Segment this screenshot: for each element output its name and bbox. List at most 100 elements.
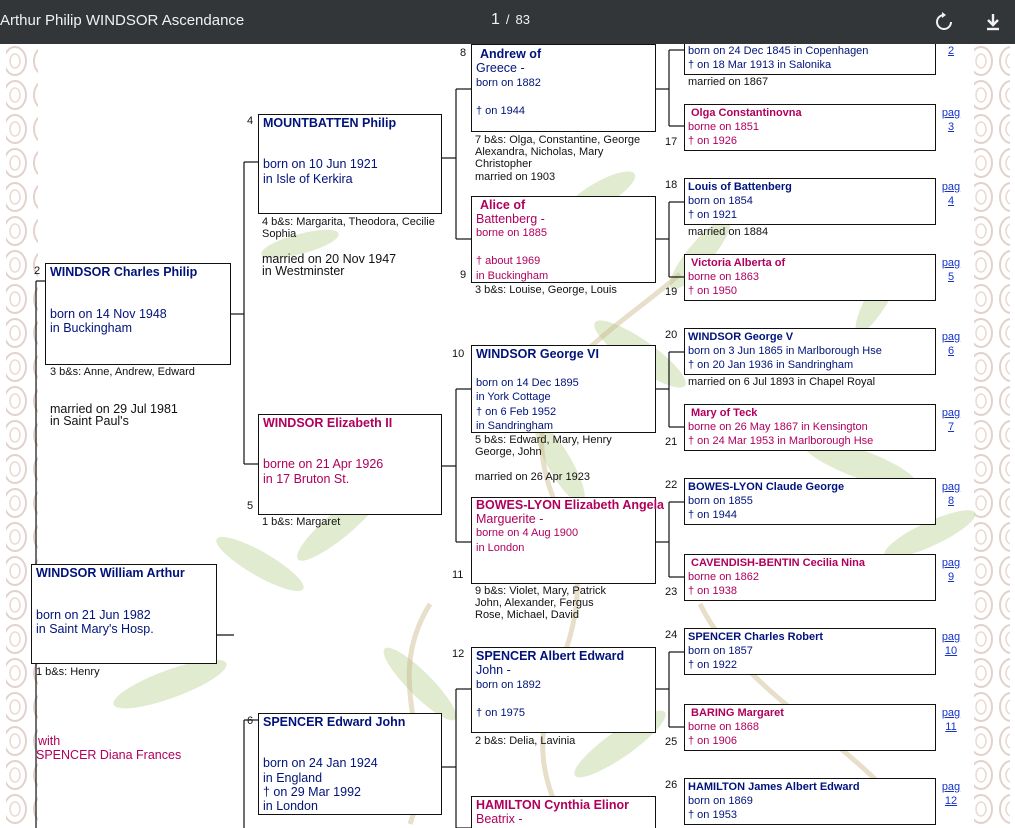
- death-info: † on 18 Mar 1913 in Salonika: [688, 59, 832, 71]
- death-date: † on 6 Feb 1952: [476, 406, 557, 418]
- person-name: WINDSOR William Arthur: [36, 566, 185, 580]
- death-info: † on 1926: [688, 135, 737, 147]
- person-name: SPENCER Albert Edward: [476, 649, 625, 663]
- page-link-label[interactable]: pag: [941, 257, 961, 269]
- person-card-andrew[interactable]: Andrew of Greece - born on 1882 † on 194…: [471, 44, 656, 132]
- birth-date: born on 14 Dec 1895: [476, 377, 579, 389]
- spouse-with-label: with: [38, 734, 61, 748]
- person-number: 8: [460, 47, 467, 59]
- spouse-name: SPENCER Diana Frances: [36, 748, 182, 762]
- person-card-edward[interactable]: SPENCER Edward John born on 24 Jan 1924 …: [258, 713, 442, 815]
- page-link-label[interactable]: pag: [941, 781, 961, 793]
- download-button[interactable]: [981, 10, 1005, 34]
- person-number: 25: [665, 736, 678, 748]
- page-link-number[interactable]: 9: [947, 571, 955, 583]
- birth-info: born on 1869: [688, 795, 753, 807]
- person-card-william[interactable]: WINDSOR William Arthur born on 21 Jun 19…: [31, 564, 217, 664]
- person-card-george-vi[interactable]: WINDSOR George VI born on 14 Dec 1895 in…: [471, 345, 656, 433]
- current-page-number[interactable]: 1: [491, 11, 500, 28]
- marriage-date: married on 1903: [475, 171, 556, 183]
- page-link-number[interactable]: 6: [947, 345, 955, 357]
- page-link-number[interactable]: 12: [944, 795, 958, 807]
- person-name-cont: Greece -: [476, 61, 525, 75]
- person-card-philip[interactable]: MOUNTBATTEN Philip born on 10 Jun 1921 i…: [258, 114, 442, 214]
- person-number: 17: [665, 136, 678, 148]
- page-link-number[interactable]: 7: [947, 421, 955, 433]
- page-link-label[interactable]: pag: [941, 181, 961, 193]
- page-link-number[interactable]: 11: [945, 721, 957, 733]
- marriage-info: married on 1884: [688, 226, 769, 238]
- siblings-text: 4 b&s: Margarita, Theodora, Cecilie: [262, 216, 435, 228]
- death-info: † on 1922: [688, 659, 737, 671]
- page-link-label[interactable]: pag: [941, 107, 961, 119]
- person-card-alice[interactable]: Alice of Battenberg - borne on 1885 † ab…: [471, 196, 656, 283]
- siblings-text: 7 b&s: Olga, Constantine, George: [475, 134, 641, 146]
- person-card-elizabeth[interactable]: WINDSOR Elizabeth II borne on 21 Apr 192…: [258, 414, 442, 515]
- birth-place: in London: [476, 542, 525, 554]
- page-link-label[interactable]: pag: [941, 707, 961, 719]
- page-link-label[interactable]: pag: [941, 407, 961, 419]
- person-card-bowes-lyon-elizabeth[interactable]: BOWES-LYON Elizabeth Angela Marguerite -…: [471, 497, 664, 584]
- ancestor-card[interactable]: Louis of Battenberg born on 1854 † on 1921: [684, 178, 936, 225]
- page-link-number[interactable]: 10: [944, 645, 958, 657]
- ancestor-card[interactable]: born on 24 Dec 1845 in Copenhagen† on 18…: [684, 44, 936, 75]
- page-link-number[interactable]: 2: [947, 45, 955, 57]
- download-icon: [987, 14, 999, 31]
- page-link-number[interactable]: 8: [947, 495, 955, 507]
- marriage-date: married on 20 Nov 1947: [262, 252, 397, 266]
- birth-info: born on 1854: [688, 195, 753, 207]
- tree-connector-lines: [35, 49, 684, 828]
- birth-info: borne on 1851: [688, 121, 759, 133]
- person-card-albert[interactable]: SPENCER Albert Edward John - born on 189…: [471, 647, 656, 733]
- page-link-number[interactable]: 3: [947, 121, 955, 133]
- death-info: † on 1950: [688, 285, 737, 297]
- person-number: 12: [452, 648, 465, 660]
- person-name: Andrew of: [480, 47, 542, 61]
- siblings-text: 3 b&s: Louise, George, Louis: [475, 284, 617, 296]
- death-info: † on 24 Mar 1953 in Marlborough Hse: [688, 435, 874, 447]
- death-info: † on 20 Jan 1936 in Sandringham: [688, 359, 854, 371]
- person-number: 20: [665, 329, 678, 341]
- page-link-label[interactable]: pag: [941, 331, 961, 343]
- siblings-text: 5 b&s: Edward, Mary, Henry: [475, 434, 612, 446]
- death-info: † on 1921: [688, 209, 737, 221]
- person-card-cynthia[interactable]: HAMILTON Cynthia Elinor Beatrix -: [471, 796, 656, 828]
- person-number: 23: [665, 586, 678, 598]
- person-card-charles[interactable]: WINDSOR Charles Philip born on 14 Nov 19…: [45, 263, 231, 365]
- page-link-number[interactable]: 4: [947, 195, 955, 207]
- person-number: 6: [247, 715, 254, 727]
- person-name: BARING Margaret: [691, 707, 784, 719]
- birth-info: borne on 1862: [688, 571, 759, 583]
- document-title: Arthur Philip WINDSOR Ascendance: [0, 12, 245, 29]
- siblings-text: Alexandra, Nicholas, Mary: [475, 146, 604, 158]
- birth-place: in Isle of Kerkira: [263, 172, 353, 186]
- page-link-label[interactable]: pag: [941, 481, 961, 493]
- person-name: Louis of Battenberg: [688, 181, 792, 193]
- page-link-label[interactable]: pag: [941, 557, 961, 569]
- death-date: † about 1969: [476, 255, 541, 267]
- page-link-number[interactable]: 5: [947, 271, 955, 283]
- birth-place: in Saint Mary's Hosp.: [36, 622, 154, 636]
- page-link-label[interactable]: pag: [941, 631, 961, 643]
- birth-info: borne on 1863: [688, 271, 759, 283]
- marriage-info: married on 1867: [688, 76, 769, 88]
- person-number: 10: [452, 348, 465, 360]
- rotate-button[interactable]: [932, 10, 956, 34]
- person-number: 18: [665, 179, 678, 191]
- person-name: Alice of: [480, 198, 526, 212]
- siblings-text: 1 b&s: Henry: [36, 666, 100, 678]
- person-number: 5: [247, 500, 254, 512]
- person-number: 24: [665, 629, 678, 641]
- pdf-toolbar: Arthur Philip WINDSOR Ascendance 1/83: [0, 0, 1015, 44]
- page-separator: /: [505, 12, 510, 27]
- siblings-text: 1 b&s: Margaret: [262, 516, 341, 528]
